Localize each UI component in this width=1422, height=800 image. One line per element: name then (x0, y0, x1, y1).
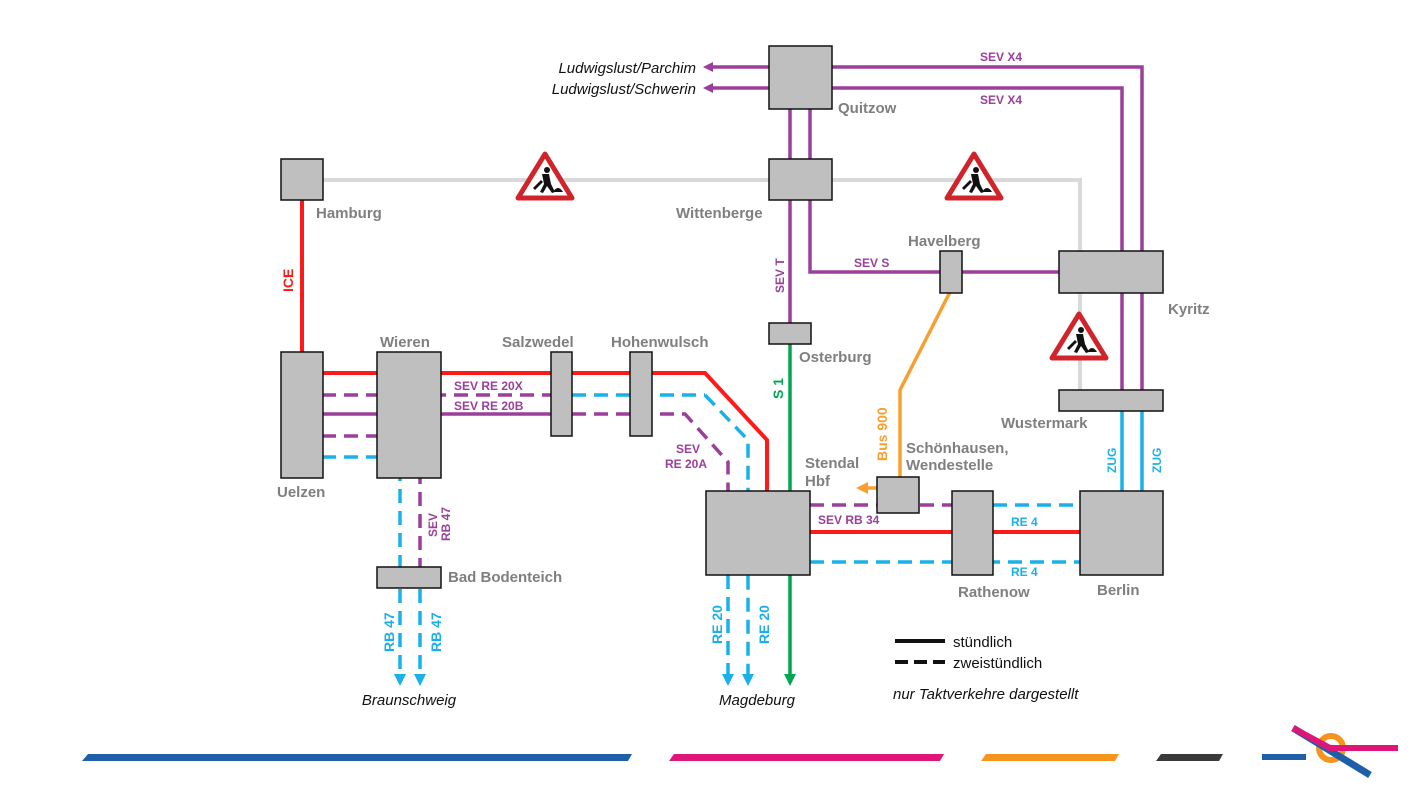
label-sev-s: SEV S (854, 256, 889, 270)
dest-magdeburg: Magdeburg (719, 692, 796, 709)
label-hohenwulsch: Hohenwulsch (611, 334, 709, 351)
station-uelzen (280, 351, 324, 479)
label-rb47-left: RB 47 (381, 612, 397, 652)
label-sev-rb47-1: SEV (426, 513, 440, 537)
label-zug-left: ZUG (1105, 448, 1119, 473)
label-rb47-right: RB 47 (428, 612, 444, 652)
station-berlin (1079, 490, 1164, 576)
label-ice: ICE (280, 269, 296, 292)
legend: stündlich zweistündlich nur Taktverkehre… (893, 634, 1079, 703)
network-logo (1262, 725, 1398, 778)
label-re20-left: RE 20 (709, 605, 725, 644)
label-re4-top: RE 4 (1011, 515, 1038, 529)
station-osterburg (768, 322, 812, 345)
station-hohenwulsch (629, 351, 653, 437)
station-kyritz (1058, 250, 1164, 294)
label-sev-t: SEV T (773, 258, 787, 293)
label-sev-rb34: SEV RB 34 (818, 513, 880, 527)
label-wieren: Wieren (380, 334, 430, 351)
label-sev-re20x: SEV RE 20X (454, 379, 523, 393)
label-sev-x4-top: SEV X4 (980, 50, 1022, 64)
dest-ludwigslust-schwerin: Ludwigslust/Schwerin (552, 81, 696, 98)
legend-note: nur Taktverkehre dargestellt (893, 686, 1079, 703)
label-wendestelle: Wendestelle (906, 457, 993, 474)
station-quitzow (768, 45, 833, 110)
label-sev-x4-second: SEV X4 (980, 93, 1022, 107)
label-stendal-hbf: Hbf (805, 473, 831, 490)
ice-line (300, 198, 1080, 534)
station-havelberg (939, 250, 963, 294)
dest-braunschweig: Braunschweig (362, 692, 457, 709)
footer-stripes (82, 754, 1223, 761)
label-havelberg: Havelberg (908, 233, 981, 250)
label-berlin: Berlin (1097, 582, 1140, 599)
station-salzwedel (550, 351, 573, 437)
legend-two-hourly: zweistündlich (953, 655, 1042, 672)
label-sev-rb47-2: RB 47 (439, 507, 453, 541)
label-sev-re20b: SEV RE 20B (454, 399, 524, 413)
label-sev-re20a-2: RE 20A (665, 457, 707, 471)
label-rathenow: Rathenow (958, 584, 1030, 601)
station-rathenow (951, 490, 994, 576)
label-bad-bodenteich: Bad Bodenteich (448, 569, 562, 586)
label-sev-re20a-1: SEV (676, 442, 700, 456)
station-bad-bodenteich (376, 566, 442, 589)
label-kyritz: Kyritz (1168, 301, 1210, 318)
label-osterburg: Osterburg (799, 349, 872, 366)
label-stendal: Stendal (805, 455, 859, 472)
label-re20-right: RE 20 (756, 605, 772, 644)
label-re4-bottom: RE 4 (1011, 565, 1038, 579)
construction-warning-icon (944, 151, 1004, 201)
zug-lines (1120, 411, 1144, 491)
label-salzwedel: Salzwedel (502, 334, 574, 351)
station-schoenhausen (876, 476, 920, 514)
label-wittenberge: Wittenberge (676, 205, 763, 222)
station-wieren (376, 351, 442, 479)
dest-ludwigslust-parchim: Ludwigslust/Parchim (558, 60, 696, 77)
label-uelzen: Uelzen (277, 484, 325, 501)
station-wittenberge (768, 158, 833, 201)
label-bus-900: Bus 900 (874, 407, 890, 461)
label-wustermark: Wustermark (1001, 415, 1088, 432)
label-schoenhausen: Schönhausen, (906, 440, 1009, 457)
label-zug-right: ZUG (1150, 448, 1164, 473)
station-boxes (280, 45, 1164, 589)
construction-warning-icon (515, 151, 575, 201)
station-hamburg (280, 158, 324, 201)
label-hamburg: Hamburg (316, 205, 382, 222)
construction-warning-icon (1049, 311, 1109, 361)
station-stendal-hbf (705, 490, 811, 576)
label-s1: S 1 (770, 378, 786, 399)
label-quitzow: Quitzow (838, 100, 897, 117)
station-wustermark (1058, 389, 1164, 412)
legend-hourly: stündlich (953, 634, 1012, 651)
